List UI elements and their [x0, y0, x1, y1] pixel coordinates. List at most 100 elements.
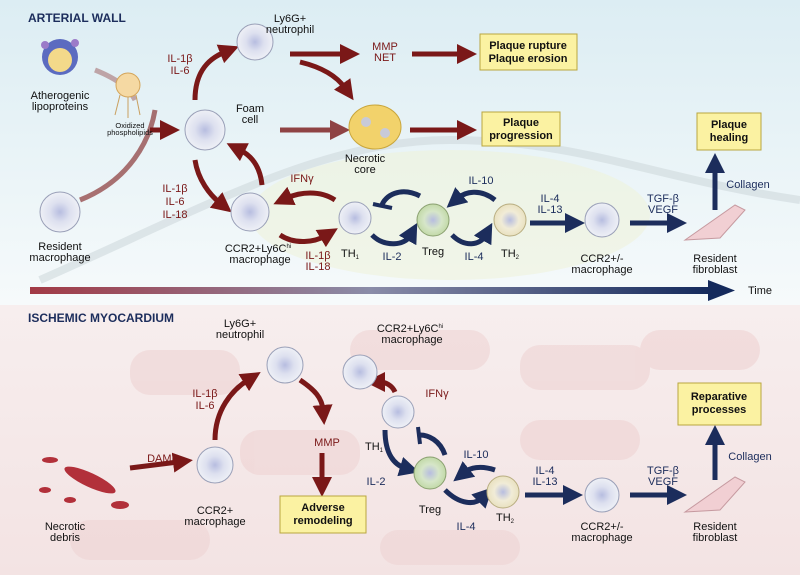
arrow-th1-to-treg — [382, 429, 420, 477]
arrow-neutrophil-to-mmp — [298, 377, 333, 425]
arrow-neutrophil-to-core — [299, 59, 354, 101]
label-treg: Treg — [419, 504, 441, 516]
neutrophil-cell-icon — [236, 23, 274, 61]
fibroblast-cell-icon — [683, 204, 746, 241]
label-time: Time — [748, 285, 772, 297]
time-arrow-head — [708, 280, 735, 301]
label-ifng: IFNγ — [425, 388, 449, 400]
necrotic-core-icon — [348, 104, 402, 150]
label-neutrophil: Ly6G+neutrophil — [266, 13, 314, 36]
arrow-th1-to-treg — [370, 222, 418, 247]
ccr2-ly6c-macrophage-cell-icon — [230, 192, 270, 232]
th1-cell-icon — [338, 201, 372, 235]
section-title-ischemic-myocardium: ISCHEMIC MYOCARDIUM — [28, 311, 174, 325]
arrow-th2-to-treg — [453, 461, 496, 482]
foam-cell-icon — [184, 109, 226, 151]
th2-cell-icon — [486, 475, 520, 509]
label-collagen: Collagen — [726, 179, 769, 191]
treg-inhibits-th1 — [379, 189, 422, 207]
label-il10: IL-10 — [468, 175, 493, 187]
oxidized-phospholipid-cluster-icon — [114, 72, 141, 118]
ccr2pm-macrophage-cell-icon — [584, 477, 620, 513]
arrow-th1-ifng — [365, 372, 398, 394]
necrotic-debris-icon — [39, 457, 129, 509]
vessel-wall-line — [38, 135, 800, 284]
label-il10: IL-10 — [463, 449, 488, 461]
neutrophil-cell-icon — [266, 346, 304, 384]
arrow-th1-ifng — [273, 186, 337, 205]
section-title-arterial-wall: ARTERIAL WALL — [28, 11, 126, 25]
arrow-ccr2-mac-to-foam — [226, 143, 265, 186]
treg-cell-icon — [413, 456, 447, 490]
label-il2: IL-2 — [383, 251, 402, 263]
myocardium-tissue — [70, 330, 760, 565]
arrow-th2-to-treg — [446, 187, 497, 208]
th2-cell-icon — [493, 203, 527, 237]
label-neutrophil: Ly6G+neutrophil — [216, 318, 264, 341]
plaque-region — [250, 150, 650, 280]
label-ccr2pm-macrophage: CCR2+/-macrophage — [571, 521, 632, 544]
ccr2-ly6c-macrophage-cell-icon — [342, 354, 378, 390]
fibroblast-cell-icon — [683, 476, 746, 513]
arrow-damp — [129, 452, 193, 473]
arrow-treg-to-th2 — [443, 487, 493, 509]
arrow-foam-to-ccr2-mac — [192, 159, 232, 213]
arrow-mac-to-neutrophil — [212, 372, 261, 441]
time-arrow-shaft — [30, 287, 710, 294]
label-il2: IL-2 — [367, 476, 386, 488]
label-ccr2-macrophage: CCR2+macrophage — [184, 505, 245, 528]
label-th2: TH2 — [496, 512, 515, 525]
label-mmp: MMP — [314, 437, 340, 449]
label-collagen: Collagen — [728, 451, 771, 463]
inhibition-bar — [416, 426, 422, 445]
label-damp: DAMP — [147, 453, 179, 465]
arrow-mac-to-th1 — [278, 228, 338, 248]
inhibition-bar — [372, 202, 393, 210]
label-th2: TH2 — [501, 248, 520, 261]
lipoprotein-icon — [41, 39, 79, 75]
label-th1: TH1 — [341, 248, 360, 261]
label-treg: Treg — [422, 246, 444, 258]
ccr2-macrophage-cell-icon — [196, 446, 234, 484]
ccr2pm-macrophage-cell-icon — [584, 202, 620, 238]
label-il4: IL-4 — [457, 521, 476, 533]
treg-cell-icon — [416, 203, 450, 237]
treg-inhibits-th1 — [419, 432, 448, 456]
arrow-treg-to-th2 — [450, 222, 493, 247]
th1-cell-icon — [381, 395, 415, 429]
label-th1: TH1 — [365, 441, 384, 454]
label-il4: IL-4 — [465, 251, 484, 263]
macrophage-path — [79, 109, 158, 203]
arrow-foam-to-neutrophil — [192, 44, 239, 101]
label-ccr2pm-macrophage: CCR2+/-macrophage — [571, 253, 632, 276]
